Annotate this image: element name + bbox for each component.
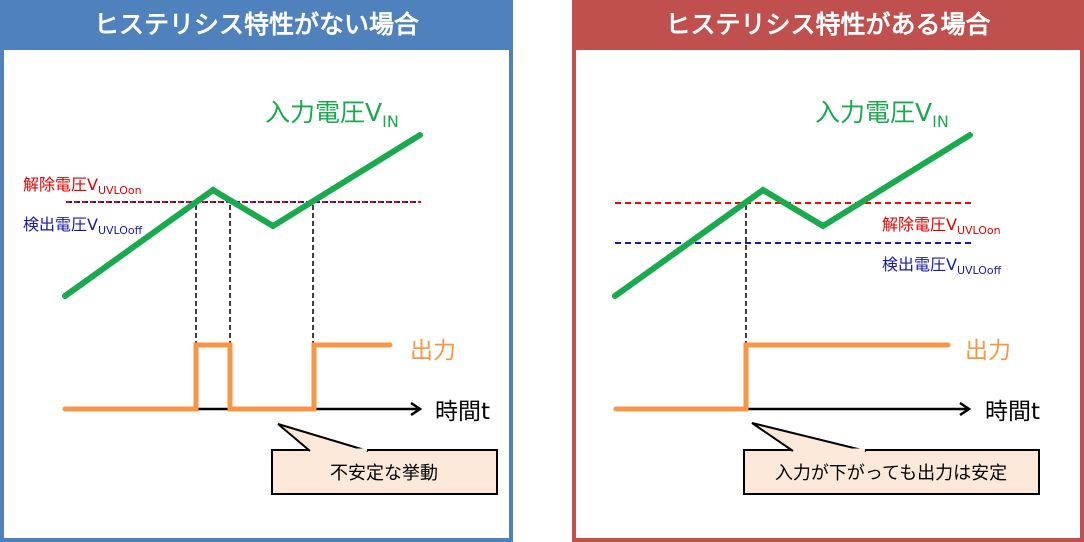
panel-title: ヒステリシス特性がある場合 xyxy=(572,0,1084,50)
panel-no-hysteresis: ヒステリシス特性がない場合 xyxy=(0,0,513,542)
output-curve xyxy=(613,342,951,412)
input-voltage-label: 入力電圧VIN xyxy=(815,98,949,131)
release-voltage-label: 解除電圧VUVLOon xyxy=(882,215,1001,237)
callout-text: 入力が下がっても出力は安定 xyxy=(775,463,1007,484)
output-label: 出力 xyxy=(410,338,456,364)
callout-text: 不安定な挙動 xyxy=(330,463,438,484)
time-axis-label: 時間t xyxy=(435,399,490,425)
detect-voltage-label: 検出電圧VUVLOoff xyxy=(882,255,1002,277)
callout-stable: 入力が下がっても出力は安定 xyxy=(743,422,1040,495)
output-curve xyxy=(62,342,393,412)
detect-voltage-label: 検出電圧VUVLOoff xyxy=(23,215,143,237)
input-voltage-curve xyxy=(612,132,973,299)
release-voltage-label: 解除電圧VUVLOon xyxy=(23,175,142,197)
time-axis-label: 時間t xyxy=(985,399,1040,425)
input-voltage-curve xyxy=(62,132,423,299)
input-voltage-label: 入力電圧VIN xyxy=(265,98,399,131)
panel-title: ヒステリシス特性がない場合 xyxy=(0,0,513,50)
output-label: 出力 xyxy=(965,338,1011,364)
right-diagram: 入力電圧VIN 解除電圧VUVLOon 検出電圧VUVLOoff 出力 時間t … xyxy=(612,98,1040,495)
left-diagram: 入力電圧VIN 解除電圧VUVLOon 検出電圧VUVLOoff 出力 時間t … xyxy=(23,98,498,495)
callout-unstable: 不安定な挙動 xyxy=(271,423,498,495)
